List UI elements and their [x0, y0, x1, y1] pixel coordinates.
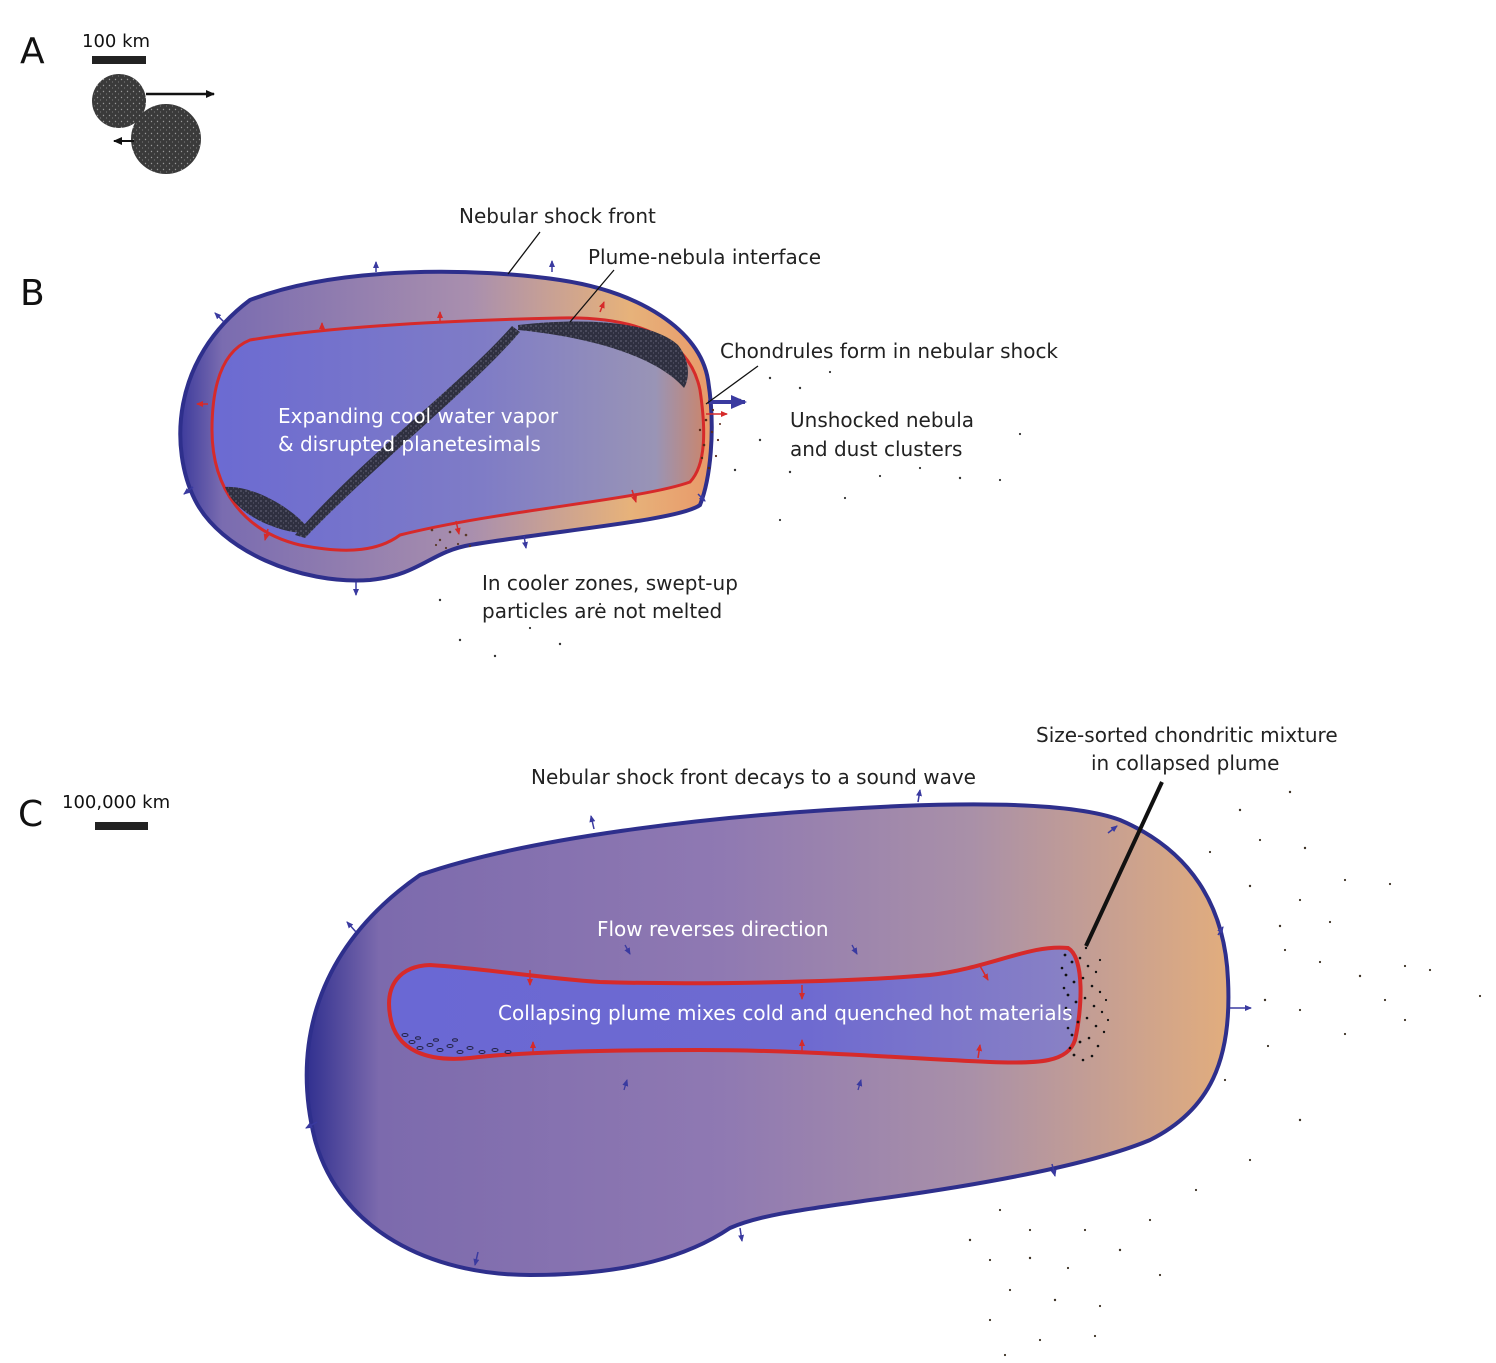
panel-c-collapsing-plume: [387, 945, 1083, 1065]
panel-c-label-sorted-1: Size-sorted chondritic mixture: [1036, 723, 1338, 747]
panel-c-leader-sorted: [1084, 781, 1164, 947]
panel-b-leader-chondrules: [705, 365, 759, 405]
panel-a-letter: A: [20, 31, 45, 72]
planetesimal-large: [131, 104, 201, 174]
panel-c-debris-left: [401, 1033, 512, 1054]
panel-c-label-collapsing: Collapsing plume mixes cold and quenched…: [498, 1001, 1073, 1025]
panel-c-flow-arrows: [622, 944, 863, 1091]
panel-b-label-unshocked-1: Unshocked nebula: [790, 408, 974, 432]
panel-b-label-interface: Plume-nebula interface: [588, 245, 821, 269]
panel-a-scale-bar: [92, 56, 146, 64]
panel-b-chondrule-zone: [698, 408, 721, 470]
panel-c-inner-arrows: [527, 965, 989, 1059]
panel-b-letter: B: [20, 273, 45, 314]
panel-b: B: [20, 204, 1058, 658]
panel-b-debris-diagonal: [295, 326, 520, 538]
panel-a: A 100 km: [20, 31, 215, 174]
panel-b-inner-arrows: [196, 301, 728, 541]
panel-b-debris-lower: [225, 486, 310, 533]
panel-c-outer-arrows: [305, 789, 1252, 1266]
panel-c-sorted-cluster: [1060, 946, 1110, 1062]
panel-b-label-cooler-2: particles are not melted: [482, 599, 722, 623]
panel-b-label-unshocked-2: and dust clusters: [790, 437, 962, 461]
panel-a-scale-label: 100 km: [82, 31, 150, 52]
panel-b-plume: [210, 316, 706, 552]
panel-b-leader-shock: [507, 231, 541, 275]
planetesimal-small: [92, 74, 146, 128]
panel-b-label-shock-front: Nebular shock front: [459, 204, 656, 228]
panel-c-scattered-dust: [968, 790, 1482, 1357]
panel-c-label-decay: Nebular shock front decays to a sound wa…: [531, 765, 976, 789]
panel-b-label-cooler-1: In cooler zones, swept-up: [482, 571, 738, 595]
panel-b-label-chondrules: Chondrules form in nebular shock: [720, 339, 1058, 363]
panel-b-outer-arrows: [183, 260, 706, 596]
panel-b-leader-interface: [569, 269, 615, 323]
panel-c-label-sorted-2: in collapsed plume: [1091, 751, 1279, 775]
panel-b-cool-particles: [430, 528, 472, 550]
panel-b-label-interior-1: Expanding cool water vapor: [278, 404, 559, 428]
panel-b-label-interior-2: & disrupted planetesimals: [278, 432, 541, 456]
panel-b-unshocked-dust: [438, 370, 1022, 658]
panel-b-debris-upper: [518, 321, 688, 388]
panel-c-label-flow: Flow reverses direction: [597, 917, 829, 941]
panel-c-scale-bar: [95, 822, 148, 830]
panel-c: C 100,000 km: [18, 723, 1482, 1357]
panel-c-letter: C: [18, 794, 43, 835]
panel-c-scale-label: 100,000 km: [62, 792, 170, 813]
